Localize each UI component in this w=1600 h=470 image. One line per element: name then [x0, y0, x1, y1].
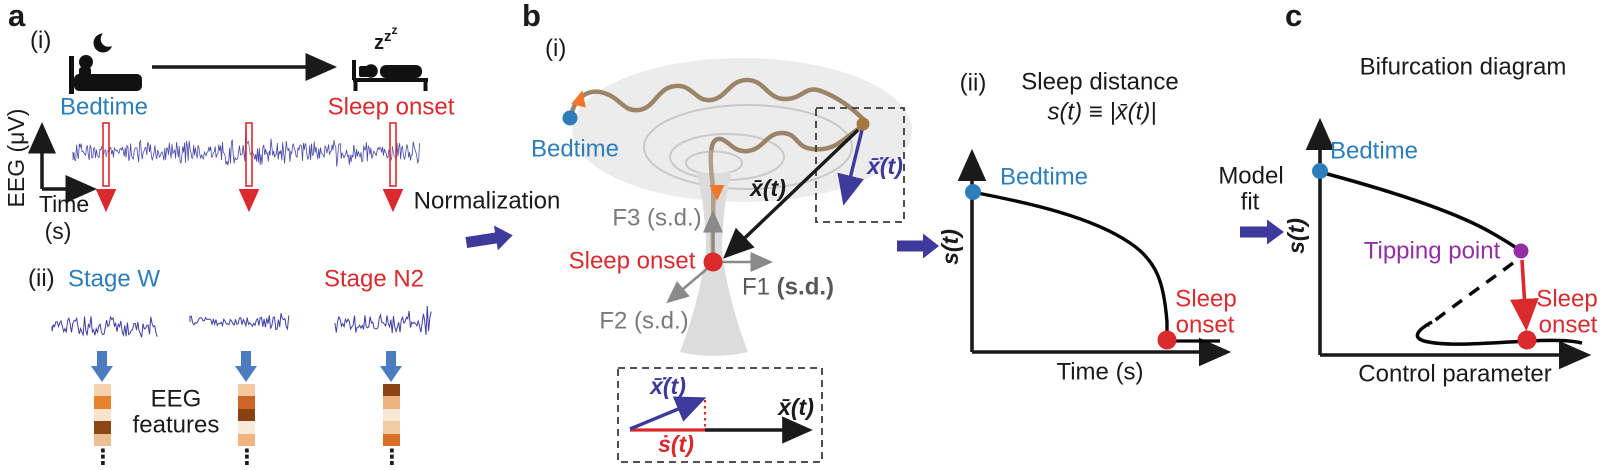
disk-rings	[643, 104, 853, 190]
state-trajectory	[569, 77, 866, 155]
current-state-dot	[856, 117, 870, 131]
bedtime-bed-icon	[69, 31, 142, 94]
feature-vector-1	[94, 384, 111, 446]
feature-cell	[94, 433, 111, 446]
zzz-label: zzz	[374, 23, 398, 54]
lower-stable-branch	[1415, 320, 1583, 346]
sleep-onset-label-bii-2: onset	[1175, 311, 1235, 339]
feature-cell	[383, 408, 400, 422]
panel-a-part-ii: (ii)	[28, 265, 55, 292]
s-of-t-axis-label-b: s(t)	[936, 229, 963, 265]
bedtime-dot-b	[562, 110, 578, 126]
feature-extraction-arrows	[91, 351, 402, 382]
feature-cell	[383, 433, 400, 446]
model-fit-arrow	[1240, 219, 1284, 245]
feature-cell	[238, 396, 255, 409]
feature-cell	[238, 433, 255, 446]
feature-cell	[383, 384, 400, 397]
normalization-label: Normalization	[413, 187, 561, 215]
stage-n2-label: Stage N2	[323, 265, 425, 293]
bedtime-label-b: Bedtime	[530, 135, 620, 163]
ellipsis-3: ⋮	[381, 445, 403, 469]
stage-w-label: Stage W	[67, 265, 161, 293]
x-bar-dot-label: x̄̇(t)	[867, 152, 903, 179]
feature-cell	[94, 408, 111, 422]
tipping-drop-arrow	[1510, 259, 1539, 332]
sleep-onset-dot-bii	[1157, 330, 1177, 350]
s-of-t-axis-label-c: s(t)	[1282, 218, 1309, 254]
x-bar-dot-vector	[837, 129, 864, 206]
eeg-y-axis-label: EEG (μV)	[2, 108, 29, 208]
panel-b-part-i: (i)	[545, 35, 567, 62]
feature-cell	[238, 408, 255, 422]
to-sleep-distance-arrow	[897, 233, 939, 259]
ellipsis-2: ⋮	[236, 445, 258, 469]
velocity-zoom-box	[815, 107, 905, 223]
unstable-branch-dashed	[1426, 261, 1515, 328]
sleep-bed-icon	[352, 60, 428, 91]
panel-b-part-ii: (ii)	[959, 69, 987, 97]
eeg-x-axis-label-2: (s)	[44, 217, 72, 244]
trajectory-direction-arrowheads	[571, 90, 725, 201]
bedtime-label-c: Bedtime	[1329, 137, 1419, 165]
sleep-distance-curve	[971, 190, 1169, 334]
normalization-arrow	[465, 225, 513, 251]
model-fit-label-1: Model	[1218, 162, 1284, 190]
panel-b-label: b	[522, 0, 541, 33]
x-bar-vector	[723, 128, 860, 259]
tipping-point-dot	[1513, 243, 1529, 259]
feature-cell	[94, 396, 111, 409]
panel-a-label: a	[8, 0, 26, 33]
inset-x-bar-dot-label: x̄̇(t)	[650, 372, 686, 399]
sleep-onset-dot-c	[1517, 330, 1537, 350]
upper-stable-branch	[1319, 170, 1521, 252]
stage-w-snippet-2	[189, 313, 290, 331]
panel-a-part-i: (i)	[30, 27, 52, 54]
control-parameter-label: Control parameter	[1358, 360, 1552, 388]
model-fit-label-2: fit	[1240, 188, 1260, 216]
sleep-onset-dot-b	[703, 252, 723, 272]
sleep-distance-title: Sleep distance	[1021, 68, 1179, 96]
eeg-x-axis-label-1: Time	[38, 190, 90, 217]
feature-space-axes	[666, 210, 773, 304]
sleep-distance-equation: s(t) ≡ |x̄(t)|	[1047, 98, 1157, 126]
x-bar-label: x̄(t)	[750, 174, 786, 201]
eeg-axes	[28, 122, 97, 203]
eeg-sample-windows	[95, 122, 404, 213]
feature-cell	[94, 384, 111, 397]
feature-vector-3	[383, 384, 400, 446]
eeg-features-label-2: features	[132, 411, 220, 439]
f2-axis-label: F2 (s.d.)	[599, 307, 689, 335]
bedtime-label-a: Bedtime	[59, 93, 149, 121]
feature-vector-2	[238, 384, 255, 446]
sleep-onset-label-c-2: onset	[1538, 311, 1598, 339]
sleep-onset-label-bii-1: Sleep	[1175, 285, 1237, 313]
feature-cell	[238, 421, 255, 434]
inset-x-bar-label: x̄(t)	[778, 393, 814, 420]
sleep-onset-label-a: Sleep onset	[327, 93, 455, 121]
vector-decomposition-inset	[617, 367, 823, 463]
bedtime-dot-bii	[965, 184, 981, 200]
tipping-point-label: Tipping point	[1363, 237, 1501, 265]
inset-s-dot-label: ṡ(t)	[658, 430, 694, 457]
f1-axis-label: F1 (s.d.)	[741, 273, 835, 301]
panel-c-label: c	[1285, 0, 1303, 33]
feature-cell	[383, 421, 400, 434]
sleep-onset-label-c-1: Sleep	[1536, 285, 1598, 313]
sleep-onset-label-b: Sleep onset	[568, 247, 696, 275]
feature-cell	[383, 396, 400, 409]
stage-w-snippet-1	[51, 315, 158, 338]
ellipsis-1: ⋮	[92, 445, 114, 469]
feature-cell	[238, 384, 255, 397]
bedtime-label-bii: Bedtime	[999, 163, 1089, 191]
f3-axis-label: F3 (s.d.)	[612, 204, 702, 232]
feature-cell	[94, 421, 111, 434]
bifurcation-title: Bifurcation diagram	[1359, 53, 1567, 81]
eeg-features-label-1: EEG	[150, 385, 202, 413]
stage-n2-snippet	[334, 305, 432, 335]
bedtime-dot-c	[1312, 163, 1328, 179]
time-axis-label-bii: Time (s)	[1056, 358, 1144, 386]
